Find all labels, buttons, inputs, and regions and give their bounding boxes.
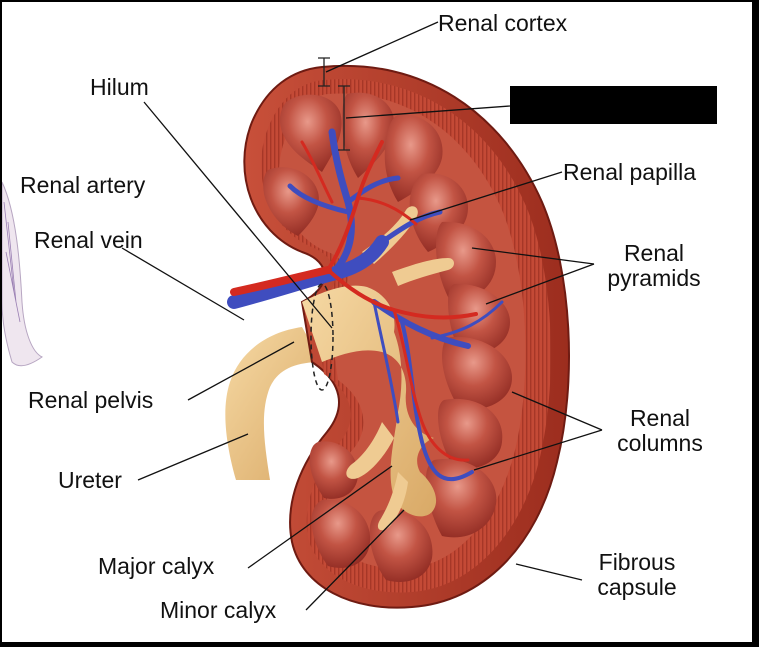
label-renal-pelvis: Renal pelvis [28,387,154,413]
label-major-calyx: Major calyx [98,553,215,579]
hilum-dashed-outline [310,283,334,391]
label-minor-calyx: Minor calyx [160,597,277,623]
label-hilum: Hilum [90,74,149,100]
label-renal-cortex: Renal cortex [438,10,568,36]
label-renal-vein: Renal vein [34,227,143,253]
label-renal-artery: Renal artery [20,172,146,198]
ureter-shape [225,327,322,480]
label-fibrous-capsule: Fibrous capsule [582,550,692,600]
kidney-illustration [2,21,603,611]
label-ureter: Ureter [58,467,122,493]
major-calyx-shape [346,422,408,531]
label-renal-columns-line1: Renal [629,405,691,431]
body-silhouette-icon [2,181,43,367]
renal-artery-vessels [230,140,478,462]
label-renal-pyramids: Renal pyramids [594,241,714,291]
calyx-upper [362,206,454,286]
label-renal-pyramids-line1: Renal [623,240,685,266]
renal-vein-vessels [227,128,504,482]
renal-pelvis-shape [302,285,437,517]
label-fibrous-capsule-line1: Fibrous [598,549,676,575]
renal-pyramids-group [263,92,512,582]
redaction-box [510,86,717,124]
cortex-measure-brackets [318,57,350,151]
label-fibrous-capsule-line2: capsule [597,574,677,600]
label-renal-columns-line2: columns [617,430,703,456]
diagram-frame: Renal cortex Hilum Renal artery Renal ve… [2,2,752,642]
label-renal-papilla: Renal papilla [563,159,696,185]
leader-lines [121,21,603,611]
label-renal-pyramids-line2: pyramids [607,265,701,291]
label-renal-columns: Renal columns [605,406,715,456]
